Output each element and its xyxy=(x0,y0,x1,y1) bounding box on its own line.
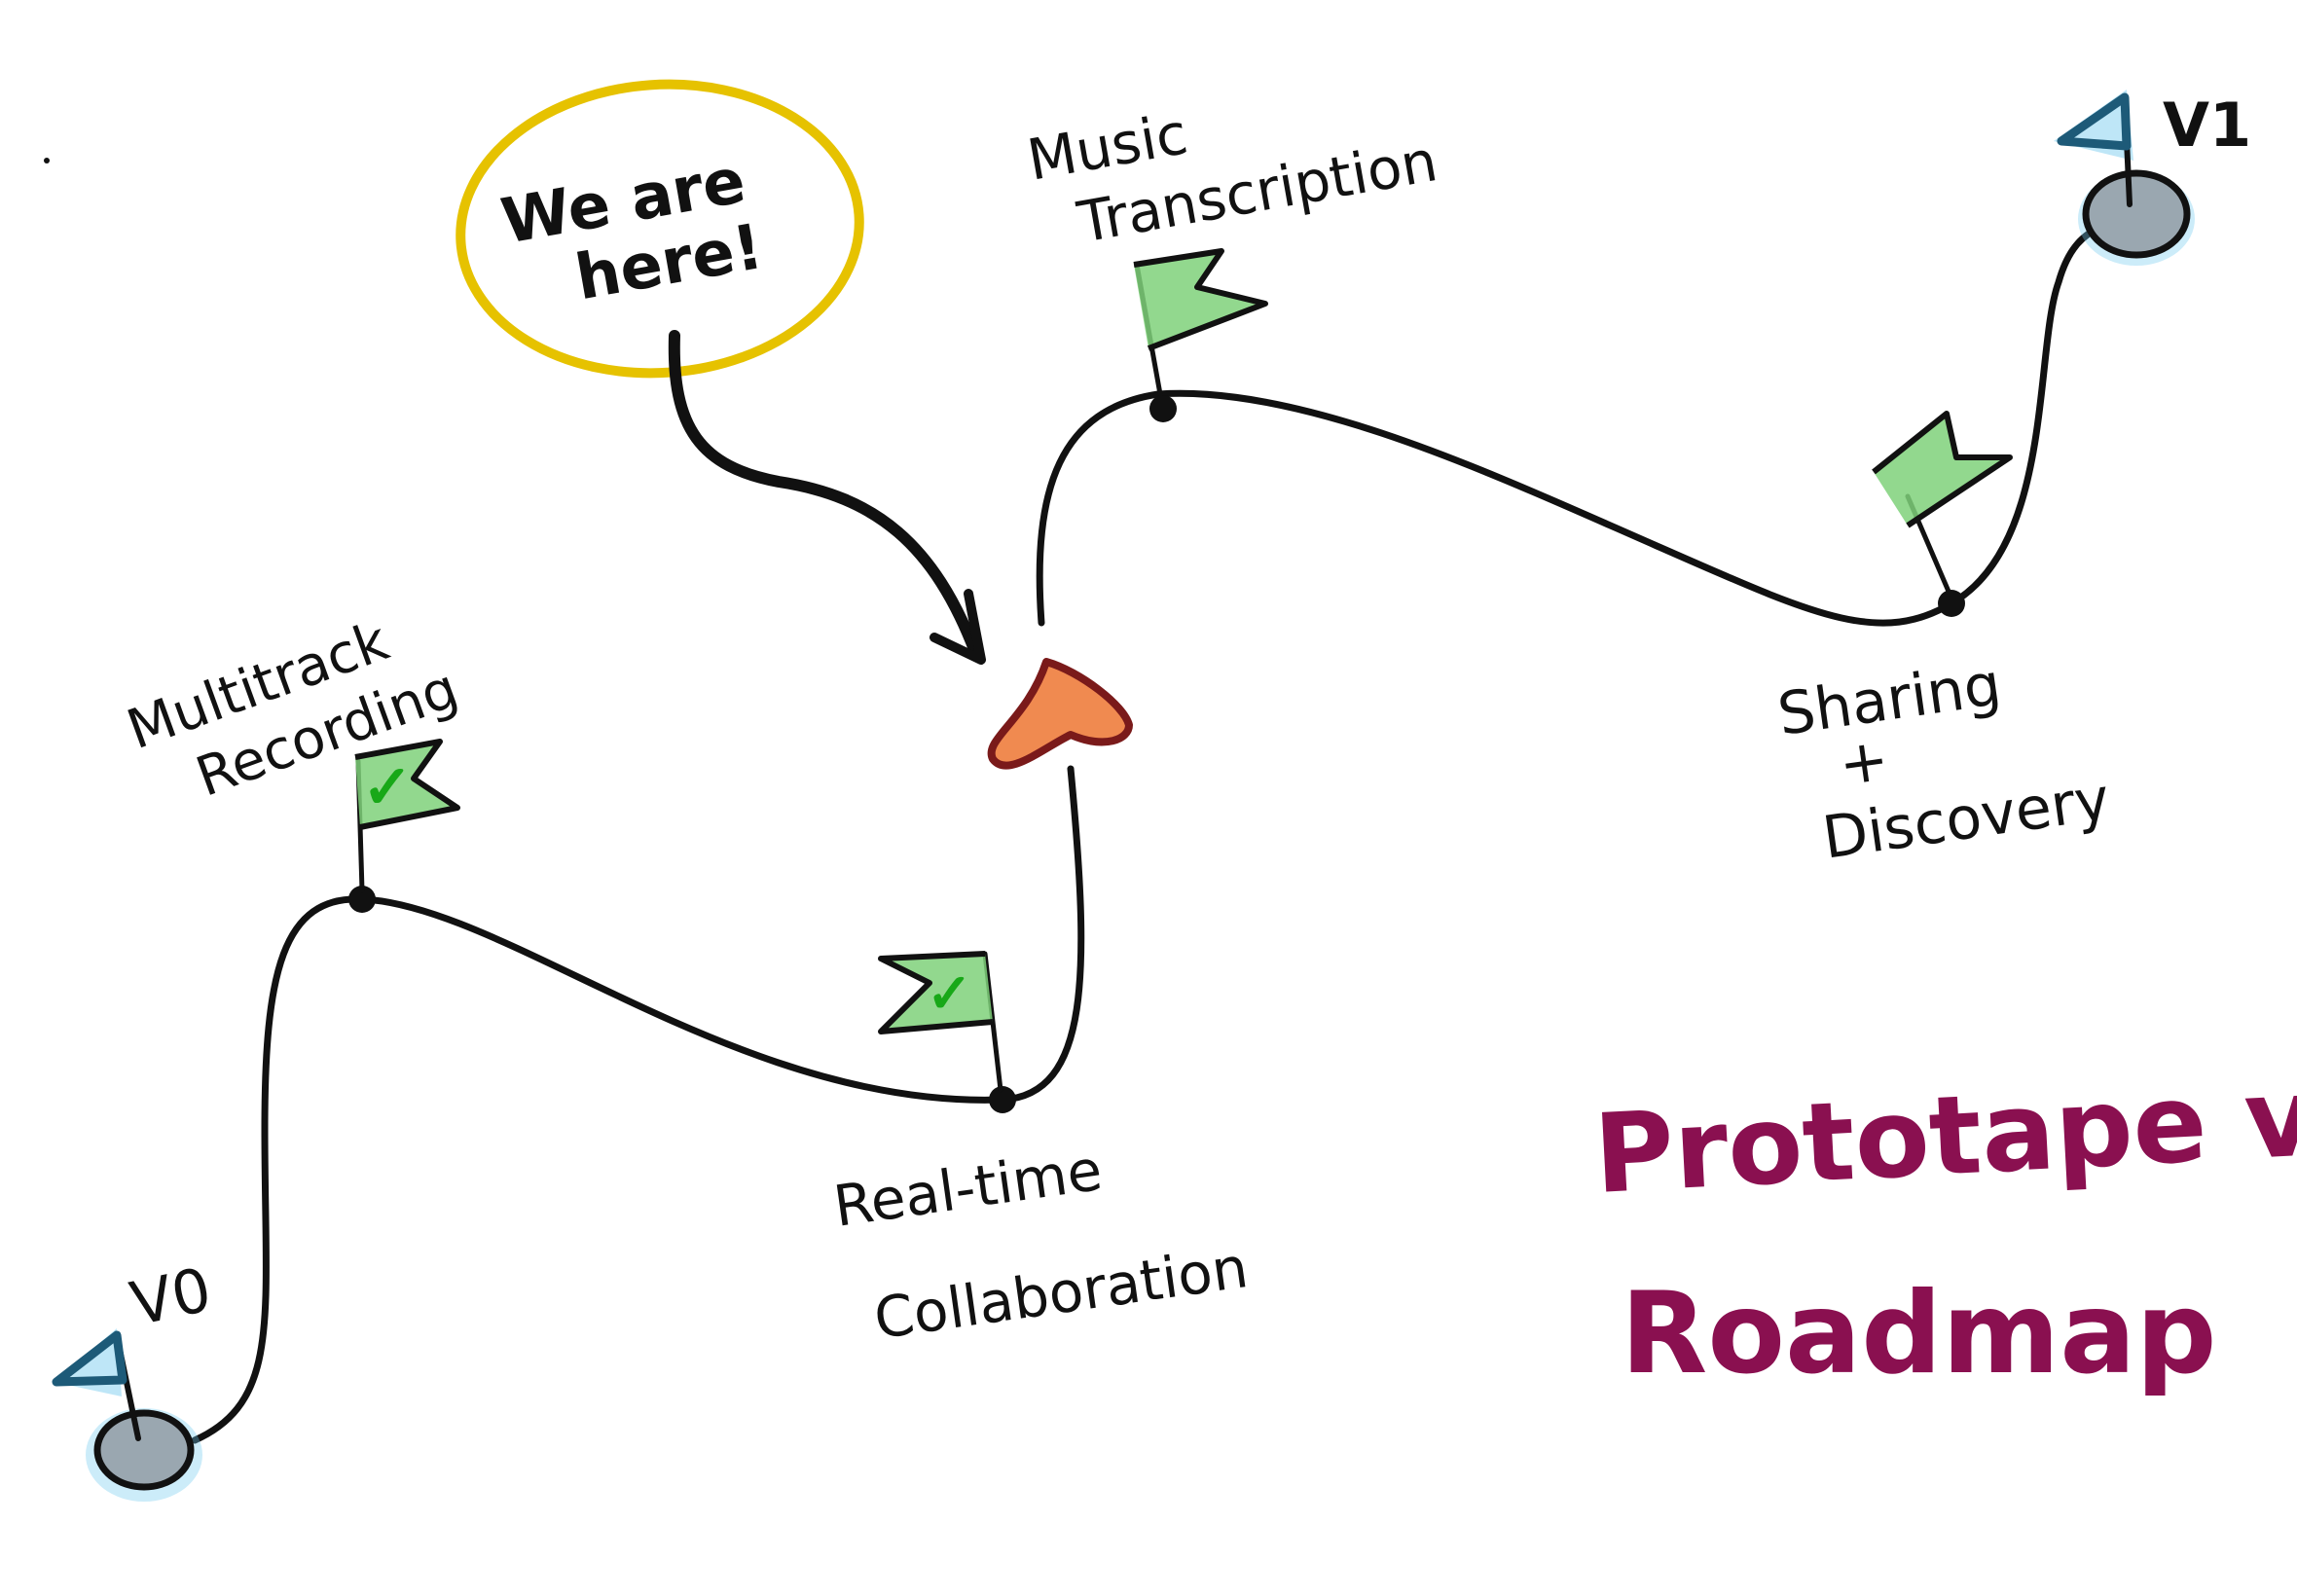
title-line1: Prototape v1 xyxy=(1591,1050,2297,1218)
flag-outline xyxy=(878,951,994,1034)
milestone-sharing-discovery: Sharing + Discovery xyxy=(1773,411,2114,876)
milestone-music-transcription: Music Transcription xyxy=(1023,58,1442,397)
flag-icon xyxy=(881,954,993,1032)
milestone-label: Sharing + Discovery xyxy=(1773,637,2113,876)
flag-icon xyxy=(1874,414,2010,526)
path-node-multitrack xyxy=(348,886,376,913)
we-are-here-callout: We are here! xyxy=(456,79,986,665)
start-flag-icon xyxy=(52,1330,128,1387)
end-flag-icon xyxy=(2057,92,2132,151)
milestone-multitrack-recording: ✓ Multitrack Recording xyxy=(120,609,466,893)
milestone-realtime-collaboration: ✓ Real-time Collaboration xyxy=(829,951,1252,1355)
milestone-label-line2: + xyxy=(1835,725,1893,799)
path-node-realtime xyxy=(989,1086,1016,1113)
path-node-sharing xyxy=(1938,590,1965,617)
milestone-label-line2: Collaboration xyxy=(870,1234,1252,1352)
flag-icon xyxy=(1134,251,1265,348)
title-line2: Roadmap xyxy=(1621,1268,2217,1399)
check-icon: ✓ xyxy=(362,755,413,821)
milestone-label: Real-time Collaboration xyxy=(829,1118,1252,1355)
start-stone xyxy=(93,1409,195,1491)
callout-text: We are here! xyxy=(496,141,784,325)
roadmap-path xyxy=(191,220,2111,1444)
flag-outline xyxy=(1872,411,2013,528)
start-endpoint: V0 xyxy=(52,1253,217,1502)
milestone-label: Music Transcription xyxy=(1023,58,1442,263)
current-position-marker xyxy=(987,658,1133,770)
callout-arrow xyxy=(668,330,981,658)
flag-outline xyxy=(354,739,460,830)
roadmap-title: Prototape v1 Roadmap xyxy=(1591,1050,2297,1399)
check-icon: ✓ xyxy=(927,964,972,1025)
flag-icon xyxy=(355,742,457,827)
milestone-label-line1: Real-time xyxy=(829,1137,1106,1240)
flag-outline xyxy=(1133,248,1268,351)
milestone-label-line1: Sharing xyxy=(1773,650,2005,748)
end-stone xyxy=(2082,169,2191,259)
start-label: V0 xyxy=(125,1253,217,1339)
end-label: V1 xyxy=(2163,90,2251,161)
ink-speck xyxy=(44,158,50,163)
arrow-head-icon xyxy=(930,589,986,665)
path-node-transcription xyxy=(1149,395,1177,422)
end-endpoint: V1 xyxy=(2054,90,2251,266)
